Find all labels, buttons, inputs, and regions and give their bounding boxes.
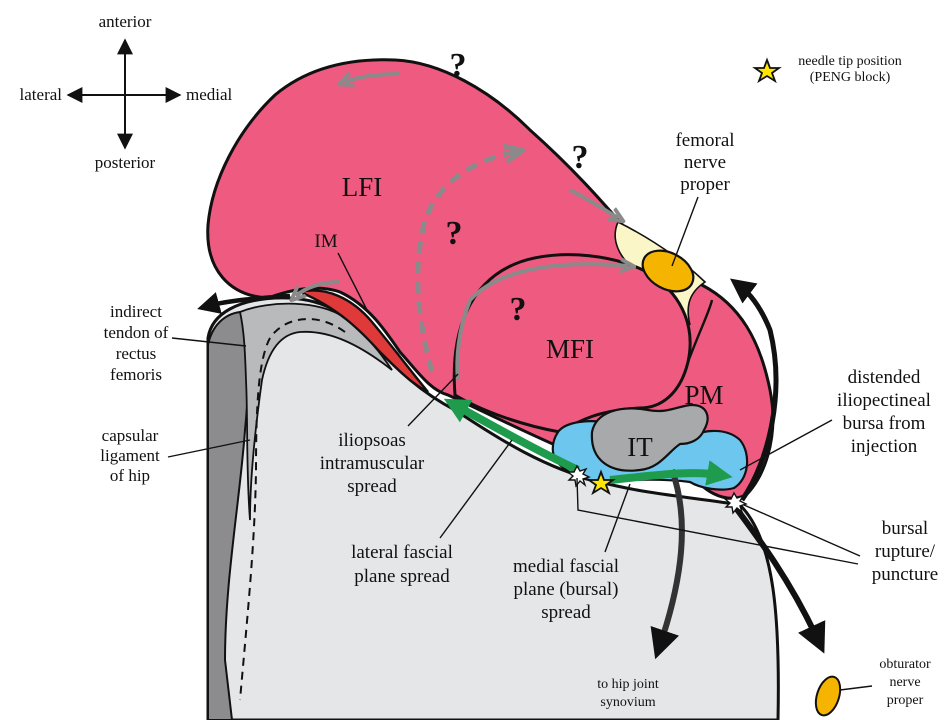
question-mark-1: ?: [450, 47, 467, 84]
label-mfi: MFI: [546, 334, 594, 364]
label-lfi: LFI: [342, 172, 383, 202]
svg-text:lateral fascial: lateral fascial: [351, 542, 453, 563]
svg-text:bursa from: bursa from: [843, 413, 926, 434]
svg-text:femoris: femoris: [110, 365, 162, 384]
label-obturator-nerve: obturator nerve proper: [811, 657, 931, 718]
svg-text:capsular: capsular: [102, 426, 159, 445]
svg-text:bursal: bursal: [882, 518, 928, 539]
compass-posterior: posterior: [95, 153, 156, 172]
label-pm: PM: [684, 380, 723, 410]
svg-text:puncture: puncture: [872, 564, 938, 585]
svg-text:injection: injection: [851, 436, 918, 457]
svg-text:obturator: obturator: [879, 657, 931, 672]
svg-text:to hip joint: to hip joint: [597, 677, 659, 692]
svg-text:iliopsoas: iliopsoas: [338, 430, 406, 451]
svg-text:nerve: nerve: [684, 152, 726, 173]
svg-text:of hip: of hip: [110, 466, 150, 485]
svg-text:spread: spread: [541, 602, 591, 623]
legend-line2: (PENG block): [810, 70, 891, 85]
legend-line1: needle tip position: [798, 54, 901, 69]
svg-text:ligament: ligament: [100, 446, 160, 465]
legend-star-icon: [755, 60, 779, 81]
question-mark-2: ?: [572, 139, 589, 176]
svg-text:synovium: synovium: [600, 695, 655, 710]
svg-text:nerve: nerve: [889, 675, 920, 690]
obturator-nerve-shape: [811, 674, 844, 719]
legend: needle tip position (PENG block): [755, 54, 902, 85]
svg-text:tendon of: tendon of: [104, 323, 169, 342]
svg-text:iliopectineal: iliopectineal: [837, 390, 931, 411]
svg-text:intramuscular: intramuscular: [320, 453, 425, 474]
question-mark-3: ?: [446, 215, 463, 252]
question-mark-4: ?: [510, 291, 527, 328]
label-femoral-nerve: femoral nerve proper: [672, 130, 735, 266]
label-it: IT: [627, 432, 653, 462]
svg-text:plane (bursal): plane (bursal): [514, 579, 619, 600]
label-im: IM: [314, 231, 337, 252]
compass-medial: medial: [186, 85, 233, 104]
svg-text:medial fascial: medial fascial: [513, 556, 619, 577]
svg-text:distended: distended: [848, 367, 921, 388]
svg-text:rupture/: rupture/: [875, 541, 936, 562]
svg-text:rectus: rectus: [116, 344, 157, 363]
compass-lateral: lateral: [20, 85, 63, 104]
svg-text:proper: proper: [887, 693, 924, 708]
svg-text:femoral: femoral: [675, 130, 734, 151]
svg-text:proper: proper: [680, 174, 730, 195]
svg-text:plane spread: plane spread: [354, 566, 450, 587]
svg-text:spread: spread: [347, 476, 397, 497]
compass-anterior: anterior: [99, 12, 152, 31]
svg-text:indirect: indirect: [110, 302, 162, 321]
orientation-compass: anterior posterior lateral medial: [20, 12, 233, 172]
